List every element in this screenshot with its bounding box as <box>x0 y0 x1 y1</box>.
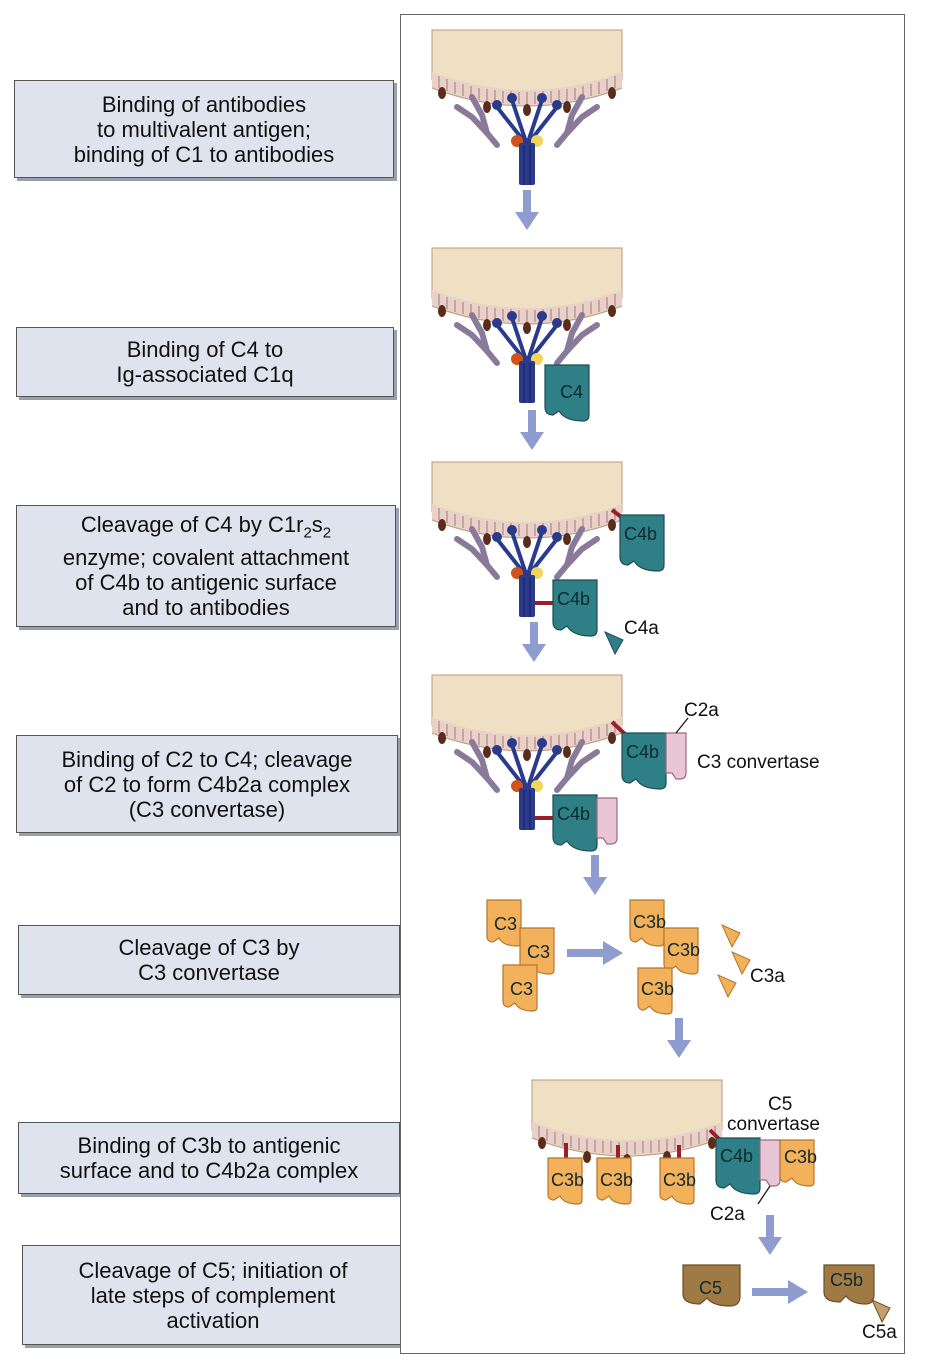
step-5-box: Cleavage of C3 by C3 convertase <box>18 925 400 995</box>
step-1-box: Binding of antibodies to multivalent ant… <box>14 80 394 178</box>
step-6-box: Binding of C3b to antigenic surface and … <box>18 1122 400 1194</box>
label-c4b-antibody-complex: C4b <box>557 804 590 824</box>
step-1-text: Binding of antibodies to multivalent ant… <box>73 91 335 167</box>
arrow-3 <box>522 622 546 662</box>
step-4-illustration: C4b C2a C3 convertase C4b <box>431 674 820 895</box>
label-c5-convertase-2: convertase <box>727 1114 820 1135</box>
label-c3-2: C3 <box>527 942 550 962</box>
label-c5a: C5a <box>862 1322 897 1343</box>
label-c4: C4 <box>560 382 583 402</box>
label-c3-3: C3 <box>510 979 533 999</box>
step-4-text: Binding of C2 to C4; cleavage of C2 to f… <box>61 746 353 822</box>
label-c3b-3: C3b <box>641 979 674 999</box>
label-c5b: C5b <box>830 1270 863 1290</box>
label-c2a-step6: C2a <box>710 1204 745 1225</box>
label-c3-convertase: C3 convertase <box>697 752 820 773</box>
step-4-box: Binding of C2 to C4; cleavage of C2 to f… <box>16 735 398 833</box>
label-c3b-c5-convertase: C3b <box>784 1147 817 1167</box>
arrow-6 <box>758 1215 782 1255</box>
label-c3b-2: C3b <box>667 940 700 960</box>
label-c4b-convertase: C4b <box>626 742 659 762</box>
step-6-text: Binding of C3b to antigenic surface and … <box>59 1133 359 1183</box>
label-c2a-step4: C2a <box>684 700 719 721</box>
step-2-text: Binding of C4 to Ig-associated C1q <box>116 337 294 387</box>
label-c4b-antibody: C4b <box>557 589 590 609</box>
arrow-4 <box>583 855 607 895</box>
step-5-text: Cleavage of C3 by C3 convertase <box>118 935 300 985</box>
step-7-illustration: C5 C5b C5a <box>682 1264 897 1343</box>
step-2-illustration: C4 <box>431 247 623 450</box>
step-1-illustration <box>431 29 623 230</box>
step-6-illustration: C3b C3b C3b C4b C3b C5 convertase C2a <box>531 1079 820 1255</box>
label-c4b-surface: C4b <box>624 524 657 544</box>
step-7-text: Cleavage of C5; initiation of late steps… <box>78 1257 348 1333</box>
step-5-illustration: C3 C3 C3 C3b C3b C3b C3a <box>486 899 785 1058</box>
arrow-7-right <box>752 1280 808 1304</box>
label-c5-convertase-1: C5 <box>768 1094 792 1115</box>
label-c5: C5 <box>699 1278 722 1298</box>
step-7-box: Cleavage of C5; initiation of late steps… <box>22 1245 404 1345</box>
arrow-1 <box>515 190 539 230</box>
label-c3a: C3a <box>750 966 785 987</box>
label-c3b-surface-1: C3b <box>551 1170 584 1190</box>
step-3-text: Cleavage of C4 by C1r2s2 enzyme; covalen… <box>62 511 350 621</box>
arrow-2 <box>520 410 544 450</box>
label-c3b-surface-3: C3b <box>663 1170 696 1190</box>
arrow-5-right <box>567 941 623 965</box>
step-2-box: Binding of C4 to Ig-associated C1q <box>16 327 394 397</box>
step-3-box: Cleavage of C4 by C1r2s2 enzyme; covalen… <box>16 505 396 627</box>
label-c4b-c5-convertase: C4b <box>720 1146 753 1166</box>
label-c4a: C4a <box>624 618 659 639</box>
label-c3-1: C3 <box>494 914 517 934</box>
step-3-illustration: C4b C4b C4a <box>431 461 665 662</box>
label-c3b-surface-2: C3b <box>600 1170 633 1190</box>
arrow-5-down <box>667 1018 691 1058</box>
label-c3b-1: C3b <box>633 912 666 932</box>
